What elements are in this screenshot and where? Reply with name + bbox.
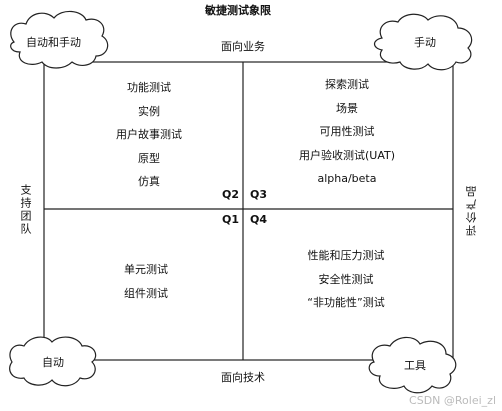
cloud-shape-bottom-right	[368, 336, 457, 394]
list-item: 性能和压力测试	[307, 249, 385, 262]
list-item: 功能测试	[127, 81, 171, 94]
quadrant-list-q2: 功能测试 实例 用户故事测试 原型 仿真	[94, 81, 204, 199]
list-item: 探索测试	[325, 78, 369, 91]
list-item: 单元测试	[124, 263, 168, 276]
quadrant-tag-q1: Q1	[222, 213, 240, 226]
list-item: 实例	[138, 104, 160, 118]
list-item: “非功能性”测试	[307, 296, 385, 309]
list-item: 用户验收测试(UAT)	[298, 148, 396, 162]
quadrant-tag-q3: Q3	[250, 188, 268, 201]
outer-frame	[43, 61, 454, 361]
cloud-shape-bottom-left	[9, 336, 97, 387]
cloud-shape-top-right	[373, 13, 473, 71]
quadrant-list-q1: 单元测试 组件测试	[106, 263, 186, 310]
axis-label-right: 评价产品	[465, 184, 478, 236]
list-item: 组件测试	[124, 286, 168, 300]
list-item: 场景	[336, 101, 358, 115]
cloud-label-top-right: 手动	[414, 36, 436, 49]
cloud-label-bottom-right: 工具	[404, 359, 426, 372]
axis-label-left: 支持团队	[19, 184, 32, 236]
diagram-title: 敏捷测试象限	[205, 4, 271, 17]
cloud-label-bottom-left: 自动	[42, 356, 64, 369]
list-item: 用户故事测试	[116, 128, 182, 141]
axis-label-bottom: 面向技术	[221, 371, 265, 384]
axis-label-top: 面向业务	[221, 40, 265, 53]
list-item: 可用性测试	[319, 125, 375, 138]
cloud-shape-top-left	[10, 10, 109, 69]
list-item: 安全性测试	[318, 272, 374, 286]
watermark-text: CSDN @Rolei_zl	[409, 394, 496, 407]
quadrant-tag-q2: Q2	[222, 188, 240, 201]
quadrant-list-q3: 探索测试 场景 可用性测试 用户验收测试(UAT) alpha/beta	[287, 78, 407, 196]
list-item: 仿真	[138, 175, 160, 188]
list-item: alpha/beta	[317, 172, 377, 185]
quadrant-tag-q4: Q4	[250, 213, 268, 226]
cloud-label-top-left: 自动和手动	[26, 36, 81, 49]
list-item: 原型	[138, 151, 160, 165]
quadrant-list-q4: 性能和压力测试 安全性测试 “非功能性”测试	[286, 249, 406, 320]
